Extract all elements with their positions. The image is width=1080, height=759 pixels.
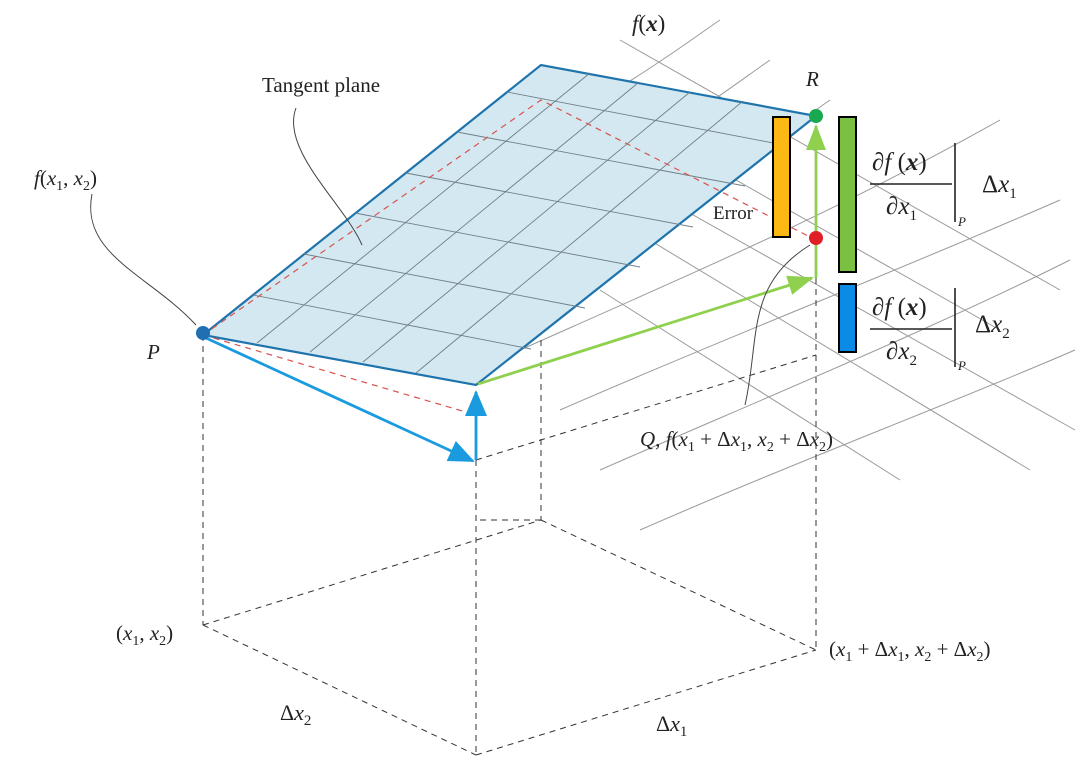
partial-x1-bar — [838, 116, 857, 273]
label-f-p: f(x1, x2) — [34, 166, 97, 194]
point-Q — [809, 231, 823, 245]
svg-text:∂x1: ∂x1 — [886, 193, 917, 224]
point-R — [809, 109, 823, 123]
label-tangent-plane: Tangent plane — [262, 73, 380, 97]
error-bar — [772, 116, 791, 238]
leader-f-p — [90, 193, 197, 326]
partial-x2-bar — [838, 283, 857, 353]
formula-partial-x2: ∂f (x) ∂x2 P Δx2 — [870, 288, 1010, 373]
svg-text:Δx1: Δx1 — [982, 171, 1017, 202]
red-dash-front — [202, 334, 477, 416]
svg-text:∂f (x): ∂f (x) — [872, 294, 927, 321]
linear-approx-outline — [202, 99, 817, 336]
svg-text:∂f (x): ∂f (x) — [872, 149, 927, 176]
svg-text:P: P — [957, 214, 966, 229]
tangent-plane-grid — [252, 72, 790, 374]
delta-x2-arrow — [205, 336, 475, 463]
formula-partial-x1: ∂f (x) ∂x1 P Δx1 — [870, 143, 1017, 229]
point-P — [196, 326, 210, 340]
label-fx: f(x) — [632, 11, 665, 36]
partial-x1-arrow — [477, 275, 814, 386]
label-Q: Q, f(x1 + Δx1, x2 + Δx2) — [640, 427, 833, 455]
label-P: P — [146, 340, 160, 364]
label-base-q: (x1 + Δx1, x2 + Δx2) — [829, 637, 991, 665]
label-error: Error — [713, 203, 754, 224]
label-dx2-axis: Δx2 — [280, 700, 311, 729]
svg-text:∂x2: ∂x2 — [886, 338, 917, 369]
label-R: R — [805, 67, 819, 91]
svg-text:Δx2: Δx2 — [975, 311, 1010, 342]
leader-tangent-plane — [293, 107, 363, 246]
construction-box — [202, 65, 817, 756]
label-dx1-axis: Δx1 — [656, 711, 687, 740]
svg-text:P: P — [957, 358, 966, 373]
label-base-p: (x1, x2) — [116, 621, 173, 649]
leader-q — [744, 244, 811, 406]
